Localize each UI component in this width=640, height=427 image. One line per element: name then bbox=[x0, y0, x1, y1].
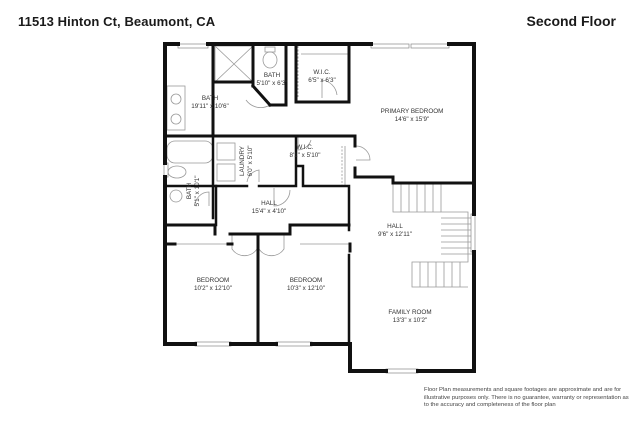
room-label-laundry: LAUNDRY 6'0" x 5'10" bbox=[239, 145, 255, 176]
room-name: PRIMARY BEDROOM bbox=[380, 108, 444, 115]
room-label-toilet-room: BATH 5'10" x 6'3" bbox=[256, 72, 287, 88]
sink-icon bbox=[170, 113, 182, 125]
window-icon bbox=[410, 43, 450, 49]
room-dims: 19'11" x 10'6" bbox=[191, 103, 229, 110]
door-swing-icon bbox=[297, 136, 312, 151]
window-icon bbox=[163, 162, 169, 178]
staircase-icon bbox=[392, 182, 472, 288]
washer-icon bbox=[216, 142, 236, 161]
bathtub-icon bbox=[166, 140, 214, 164]
room-label-upper-hall: HALL 15'4" x 4'10" bbox=[252, 200, 287, 216]
room-dims: 13'3" x 10'2" bbox=[392, 317, 428, 324]
disclaimer-text: Floor Plan measurements and square foota… bbox=[424, 387, 629, 409]
room-name: BEDROOM bbox=[289, 277, 323, 284]
room-dims: 6'0" x 5'10" bbox=[247, 145, 254, 177]
window-icon bbox=[275, 341, 313, 347]
walls bbox=[163, 42, 476, 373]
room-dims: 10'2" x 12'10" bbox=[193, 285, 233, 292]
room-dims: 6'5" x 6'3" bbox=[308, 77, 336, 84]
window-icon bbox=[470, 213, 476, 253]
room-label-bedroom-2: BEDROOM 10'3" x 12'10" bbox=[287, 277, 325, 293]
room-dims: 5'10" x 6'3" bbox=[256, 80, 288, 87]
door-swing-icon bbox=[273, 188, 291, 207]
room-name: HALL bbox=[261, 200, 277, 207]
room-name: HALL bbox=[387, 223, 403, 230]
window-icon bbox=[385, 368, 419, 374]
door-swing-icon bbox=[246, 169, 260, 183]
room-label-primary-bedroom: PRIMARY BEDROOM 14'6" x 15'9" bbox=[381, 108, 444, 124]
property-address: 11513 Hinton Ct, Beaumont, CA bbox=[18, 14, 216, 29]
door-swing-icon bbox=[321, 79, 338, 98]
vanity-icon bbox=[166, 85, 186, 131]
floor-title: Second Floor bbox=[526, 13, 616, 29]
room-name: BATH bbox=[263, 72, 281, 79]
toilet-icon bbox=[262, 51, 278, 69]
room-name: BATH bbox=[186, 182, 193, 200]
sink-icon bbox=[169, 189, 183, 203]
room-label-primary-wic: W.I.C. 6'5" x 6'3" bbox=[308, 69, 336, 85]
room-label-stair-hall: HALL 9'6" x 12'11" bbox=[378, 223, 412, 239]
room-dims: 14'6" x 15'9" bbox=[394, 116, 430, 123]
toilet-icon bbox=[167, 165, 187, 179]
room-dims: 9'6" x 12'11" bbox=[377, 231, 413, 238]
door-swing-icon bbox=[194, 191, 210, 207]
room-name: LAUNDRY bbox=[239, 146, 246, 176]
room-label-family-room: FAMILY ROOM 13'3" x 10'2" bbox=[388, 309, 431, 325]
room-dims: 15'4" x 4'10" bbox=[251, 208, 287, 215]
room-dims: 8'1" x 5'10" bbox=[289, 152, 321, 159]
room-label-hall-bath: BATH 5'1" x 10'1" bbox=[186, 175, 202, 206]
room-name: BATH bbox=[201, 95, 219, 102]
windows bbox=[163, 43, 476, 374]
room-label-hall-wic: W.I.C. 8'1" x 5'10" bbox=[289, 144, 320, 160]
door-swing-icon bbox=[231, 234, 258, 257]
room-name: FAMILY ROOM bbox=[388, 309, 432, 316]
dryer-icon bbox=[216, 163, 236, 182]
room-label-primary-bath: BATH 19'11" x 10'6" bbox=[191, 95, 229, 111]
room-dims: 10'3" x 12'10" bbox=[286, 285, 326, 292]
door-swing-icon bbox=[258, 234, 285, 257]
room-name: BEDROOM bbox=[196, 277, 230, 284]
room-name: W.I.C. bbox=[313, 69, 331, 76]
door-swing-icon bbox=[355, 145, 371, 161]
sink-icon bbox=[170, 93, 182, 105]
room-name: W.I.C. bbox=[296, 144, 314, 151]
window-icon bbox=[194, 341, 232, 347]
window-icon bbox=[177, 43, 209, 49]
room-label-bedroom-1: BEDROOM 10'2" x 12'10" bbox=[194, 277, 232, 293]
window-icon bbox=[370, 43, 410, 49]
room-dims: 5'1" x 10'1" bbox=[194, 175, 201, 207]
